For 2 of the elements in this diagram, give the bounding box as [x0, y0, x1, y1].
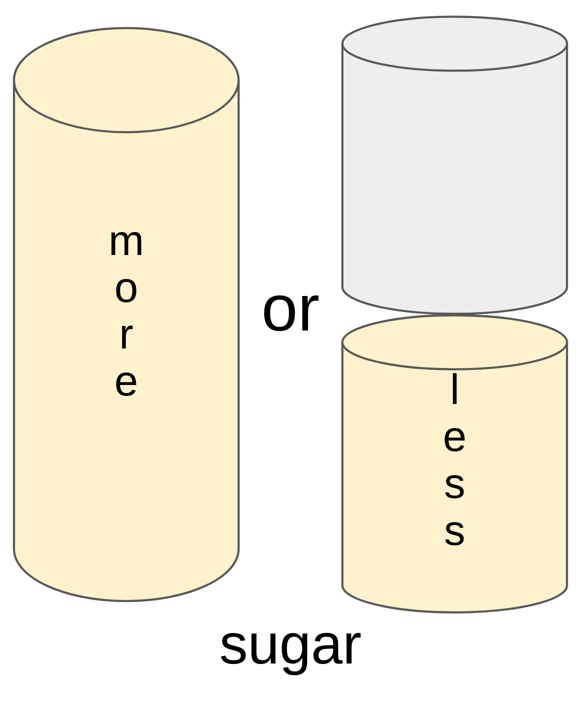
caption: sugar [219, 614, 362, 677]
label: or [261, 272, 320, 345]
